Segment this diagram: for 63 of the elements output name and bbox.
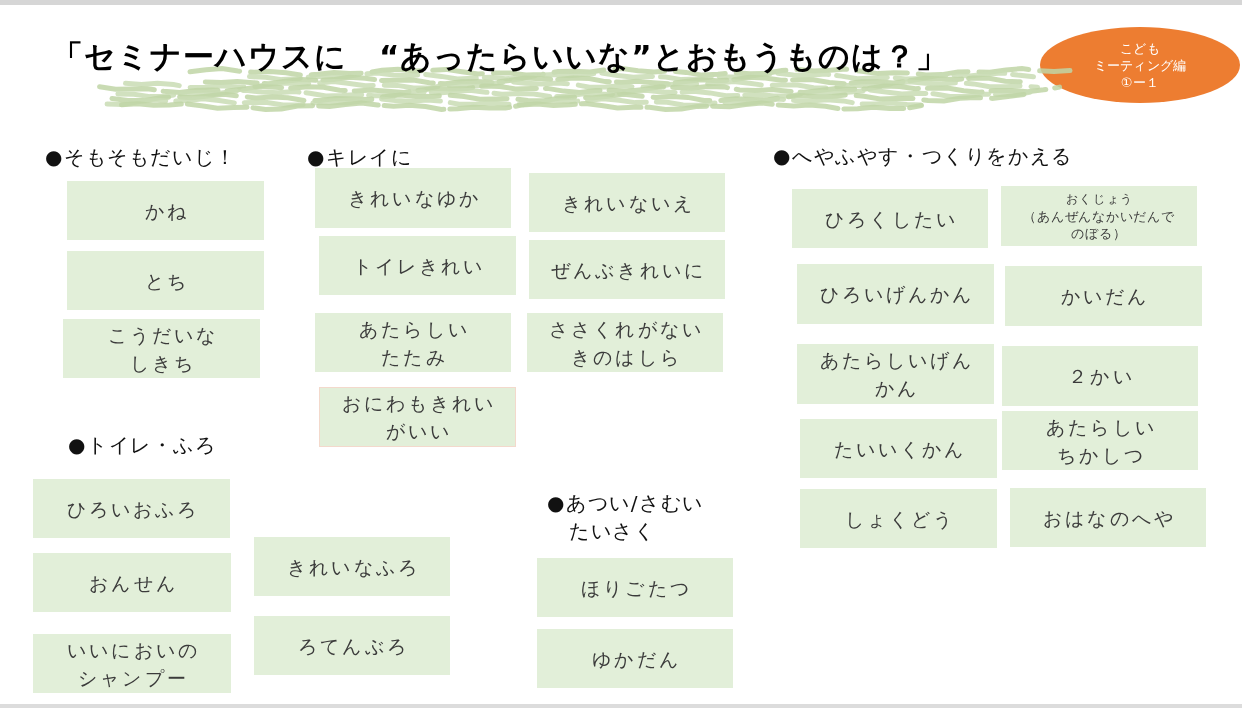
idea-card xyxy=(529,173,725,232)
card-text: おはなのへや xyxy=(1042,505,1176,531)
idea-card xyxy=(800,489,997,548)
idea-card xyxy=(67,181,264,240)
card-text: きれいなふろ xyxy=(286,554,420,580)
idea-card xyxy=(319,387,516,447)
idea-card xyxy=(800,419,997,478)
card-text: いいにおいのシャンプー xyxy=(66,637,200,691)
card-text: あたらしいげんかん xyxy=(818,348,975,401)
card-text: ひろいおふろ xyxy=(65,496,200,522)
card-text: ぜんぶきれいに xyxy=(550,257,706,283)
idea-card xyxy=(1010,488,1206,547)
idea-card xyxy=(315,168,511,228)
card-text: ゆかだん xyxy=(591,646,681,672)
idea-card xyxy=(797,344,994,404)
idea-card xyxy=(1002,411,1198,470)
ellipse-text: ①ー１ xyxy=(1120,73,1160,91)
group-heading: ●そもそもだいじ！ xyxy=(45,144,237,171)
card-text: ひろくしたい xyxy=(824,206,958,232)
card-text: トイレきれい xyxy=(351,253,486,279)
idea-card xyxy=(33,553,231,612)
card-note: （あんぜんなかいだんでのぼる） xyxy=(1023,207,1175,242)
card-text: ひろいげんかん xyxy=(818,282,975,307)
card-text: ほりごたつ xyxy=(580,575,692,601)
idea-card xyxy=(797,264,994,324)
idea-card xyxy=(792,189,988,248)
idea-card xyxy=(537,629,733,688)
idea-card xyxy=(1005,266,1202,326)
card-text: ろてんぶろ xyxy=(297,633,409,659)
card-text: かね xyxy=(143,198,190,224)
card-text: あたらしいちかしつ xyxy=(1045,414,1157,468)
idea-card xyxy=(33,479,230,538)
idea-card xyxy=(315,313,511,372)
card-text: きれいないえ xyxy=(561,190,695,216)
idea-card xyxy=(63,319,260,378)
idea-card xyxy=(67,251,264,310)
card-text: しょくどう xyxy=(843,506,956,532)
card-text: きれいなゆか xyxy=(347,186,481,211)
card-text: こうだいなしきち xyxy=(106,322,219,376)
idea-card xyxy=(254,616,450,675)
card-text: あたらしいたたみ xyxy=(358,316,470,370)
idea-card xyxy=(529,240,725,299)
ellipse-text: こどもミーティング編 xyxy=(1093,39,1187,74)
card-text: たいいくかん xyxy=(832,436,967,462)
idea-card xyxy=(33,634,231,693)
card-text: おにわもきれいがいい xyxy=(340,391,497,444)
card-text: とち xyxy=(143,268,190,294)
idea-card xyxy=(527,313,723,372)
idea-card xyxy=(319,236,516,295)
card-text: ささくれがないきのはしら xyxy=(548,316,704,370)
card-text: かいだん xyxy=(1059,284,1150,309)
card-text: ２かい xyxy=(1067,364,1135,389)
group-heading: ●あつい/さむいたいさく xyxy=(547,490,704,545)
idea-card xyxy=(1002,346,1198,406)
card-title: おくじょう xyxy=(1064,190,1135,208)
card-text: おんせん xyxy=(88,570,178,596)
group-heading: ●トイレ・ふろ xyxy=(68,432,217,459)
group-heading: ●へやふやす・つくりをかえる xyxy=(773,143,1073,170)
idea-card xyxy=(1001,186,1197,246)
page-title: 「セミナーハウスに “あったらいいな”とおもうものは？」 xyxy=(52,37,948,76)
group-heading: ●キレイに xyxy=(307,144,413,171)
idea-card xyxy=(537,558,733,617)
idea-card xyxy=(254,537,450,596)
